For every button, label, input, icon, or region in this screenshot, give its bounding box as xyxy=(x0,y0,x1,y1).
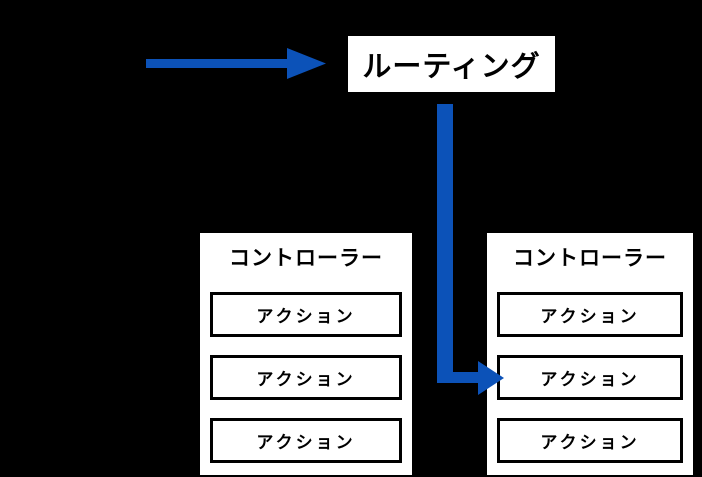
request-arrow-icon xyxy=(146,48,326,79)
controller-box-right: コントローラー アクション アクション アクション xyxy=(487,233,693,475)
action-box: アクション xyxy=(497,292,683,337)
action-box: アクション xyxy=(210,292,402,337)
action-box: アクション xyxy=(210,418,402,463)
routing-box: ルーティング xyxy=(348,36,555,92)
controller-title: コントローラー xyxy=(229,247,383,270)
action-box: アクション xyxy=(497,418,683,463)
action-box: アクション xyxy=(210,355,402,400)
controller-box-left: コントローラー アクション アクション アクション xyxy=(200,233,412,475)
action-box: アクション xyxy=(497,355,683,400)
controller-title: コントローラー xyxy=(513,247,667,270)
